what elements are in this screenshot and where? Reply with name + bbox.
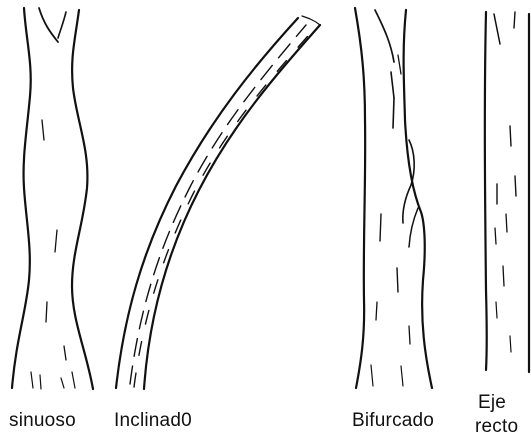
label-recto: recto	[475, 417, 518, 436]
trunk-inclinado	[116, 16, 320, 389]
label-eje: Eje	[478, 393, 506, 412]
trunk-eje-recto	[485, 12, 529, 372]
label-inclinado: Inclinad0	[114, 411, 192, 430]
label-bifurcado: Bifurcado	[352, 411, 434, 430]
trunk-bifurcado	[355, 8, 432, 388]
label-sinuoso: sinuoso	[9, 411, 76, 430]
trunk-sinuoso	[12, 8, 93, 389]
